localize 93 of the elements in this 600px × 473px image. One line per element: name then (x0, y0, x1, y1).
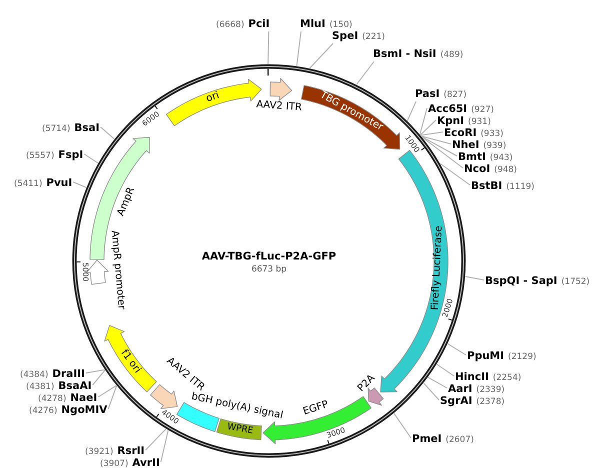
site-position: (827) (444, 90, 467, 100)
leader-line (309, 43, 334, 69)
site-position: (4278) (38, 394, 66, 404)
leader-line (84, 154, 99, 164)
leader-line (420, 136, 452, 144)
leader-line (98, 385, 117, 398)
enzyme-name: PciI (248, 18, 270, 30)
enzyme-name: NheI (452, 138, 480, 150)
enzyme-name: AarI (448, 382, 472, 394)
feature-label: bGH poly(A) signal (190, 392, 284, 422)
enzyme-name: HincII (455, 370, 489, 382)
site-position: (948) (494, 164, 517, 174)
enzyme-name: PasI (415, 88, 440, 100)
site-position: (3907) (100, 458, 128, 468)
site-position: (2378) (476, 396, 505, 406)
enzyme-name: BstBI (471, 180, 502, 192)
enzyme-name: AvrII (132, 456, 160, 468)
site-position: (2129) (508, 352, 536, 362)
enzyme-name: BsaAI (58, 380, 92, 392)
feature-label: f1 ori (118, 348, 142, 376)
leader-line (419, 108, 428, 135)
enzyme-name: MluI (300, 18, 326, 30)
enzyme-name: DraIII (52, 368, 85, 380)
enzyme-name: BsmI - NsiI (373, 48, 436, 60)
leader-line (72, 182, 87, 188)
enzyme-name: PmeI (412, 432, 442, 444)
leader-line (268, 31, 270, 64)
feature-label: AAV2 ITR (256, 100, 302, 114)
leader-line (421, 136, 458, 156)
enzyme-name: KpnI (437, 114, 464, 126)
leader-line (423, 382, 440, 400)
leader-line (108, 385, 118, 410)
site-position: (1752) (561, 276, 590, 286)
site-position: (2339) (476, 384, 505, 394)
leader-line (85, 369, 106, 374)
site-position: (5411) (14, 178, 42, 188)
site-position: (4381) (26, 382, 54, 392)
site-position: (2254) (492, 372, 522, 382)
feature-label: WPRE (226, 424, 254, 438)
site-position: (150) (329, 20, 352, 30)
enzyme-name: BspQI - SapI (485, 274, 558, 286)
site-position: (5714) (42, 124, 70, 134)
feature-label: AmpR (116, 186, 138, 218)
site-position: (933) (480, 128, 504, 138)
leader-line (436, 364, 454, 376)
plasmid-length: 6673 bp (251, 265, 287, 274)
enzyme-name: BsaI (74, 122, 100, 134)
plasmid-name: AAV-TBG-fLuc-P2A-GFP (202, 252, 336, 262)
leader-line (145, 428, 166, 450)
leader-line (420, 120, 436, 136)
feature-label: Firefly Luciferase (430, 226, 444, 311)
site-position: (4276) (29, 406, 58, 416)
site-position: (221) (362, 32, 385, 42)
site-position: (3921) (85, 446, 114, 456)
site-position: (4384) (20, 370, 48, 380)
leader-line (100, 126, 115, 140)
feature-label: AmpR promoter (108, 230, 126, 310)
enzyme-name: NgoMIV (61, 404, 108, 416)
feature-label: ori (205, 91, 221, 106)
leader-line (428, 376, 448, 388)
leader-line (464, 276, 484, 280)
site-position: (5557) (26, 150, 54, 160)
leader-line (356, 61, 374, 85)
feature-label: P2A (356, 373, 378, 394)
site-position: (2607) (446, 434, 474, 444)
enzyme-name: BmtI (458, 150, 486, 162)
leader-line (296, 31, 302, 66)
site-position: (943) (490, 152, 513, 162)
leader-line (440, 163, 470, 186)
enzyme-name: PpuMI (467, 350, 504, 362)
feature-label: EGFP (302, 400, 330, 418)
leader-line (420, 132, 444, 136)
enzyme-name: EcoRI (444, 126, 477, 138)
site-position: (489) (440, 50, 464, 60)
enzyme-name: RsrII (117, 444, 145, 456)
enzyme-name: Acc65I (428, 102, 468, 114)
enzyme-name: FspI (58, 148, 84, 160)
site-position: (927) (471, 104, 494, 114)
leader-line (92, 370, 106, 386)
site-position: (939) (483, 140, 506, 150)
site-position: (1119) (506, 182, 534, 192)
enzyme-name: SpeI (332, 30, 358, 42)
enzyme-name: NcoI (464, 162, 490, 174)
site-position: (6668) (216, 20, 244, 30)
leader-line (393, 412, 412, 438)
leader-line (422, 136, 464, 168)
enzyme-name: SgrAI (440, 394, 472, 406)
leader-line (406, 101, 416, 122)
enzyme-name: NaeI (70, 392, 98, 404)
enzyme-name: PvuI (46, 176, 72, 188)
leader-line (447, 343, 466, 356)
site-position: (931) (468, 116, 491, 126)
leader-line (160, 430, 169, 462)
